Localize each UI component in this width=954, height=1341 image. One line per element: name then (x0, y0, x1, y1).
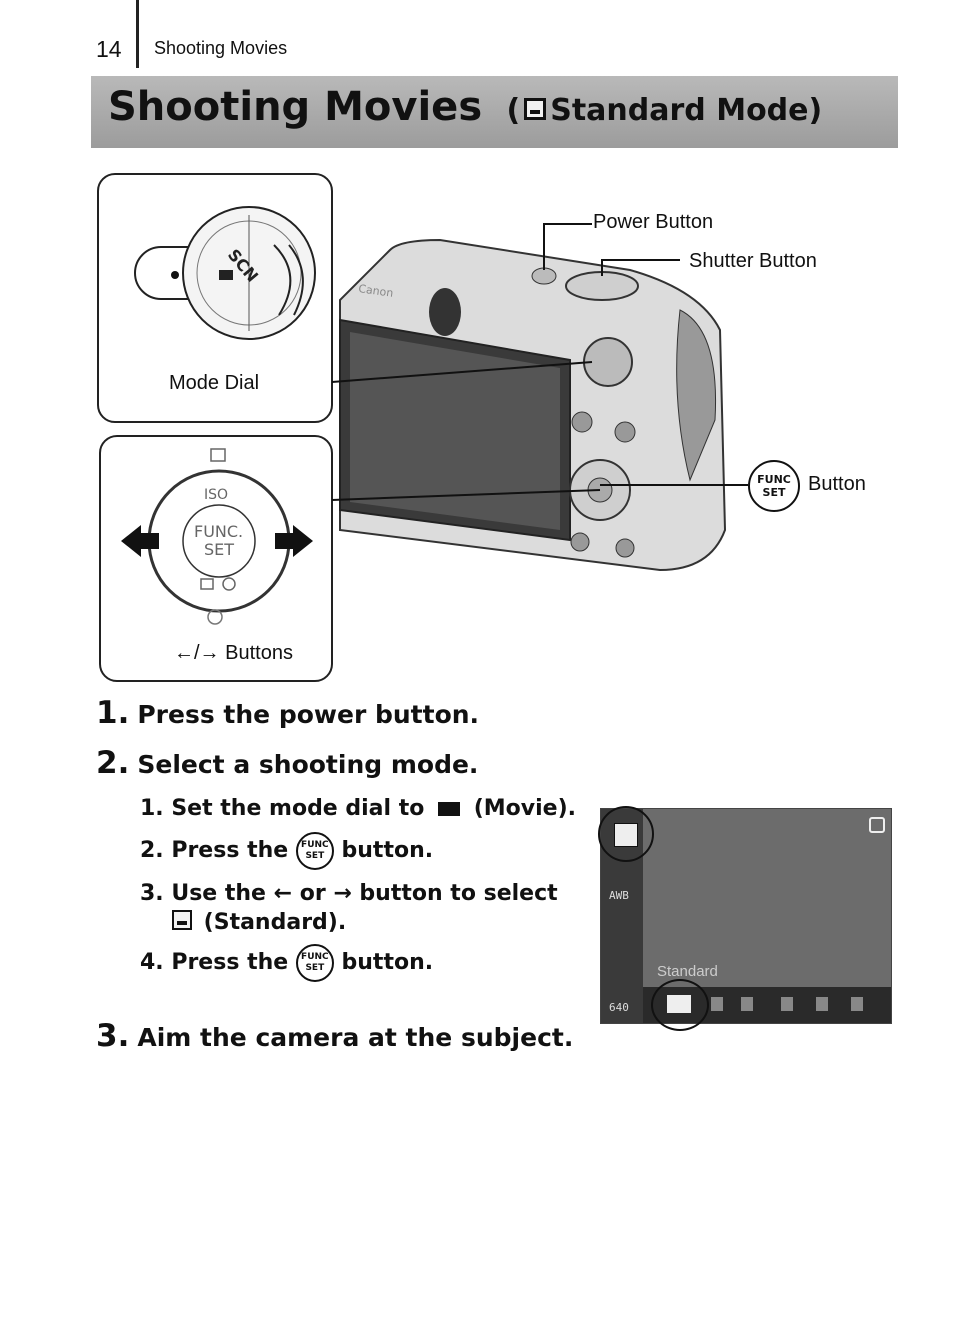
lcd-option-icon (781, 997, 793, 1011)
lcd-standard-option-icon (667, 995, 691, 1013)
title-main: Shooting Movies (108, 84, 483, 130)
movie-mode-icon (438, 802, 461, 816)
lcd-mode-highlight (598, 806, 654, 862)
standard-mode-icon (172, 910, 192, 930)
substep-2-prefix: 2. Press the (140, 838, 289, 863)
mode-dial-callout: SCN Mode Dial (97, 173, 333, 423)
mode-dial-illustration: SCN (134, 206, 316, 340)
lcd-awb: AWB (609, 889, 629, 902)
step-2-text: Select a shooting mode. (137, 750, 479, 779)
step-1-text: Press the power button. (137, 700, 480, 729)
arrow-buttons-text: Buttons (225, 642, 293, 664)
substep-1-suffix: (Movie). (473, 796, 576, 821)
lcd-menu-label: Standard (657, 963, 718, 980)
power-button-label: Power Button (593, 211, 714, 233)
title-mode-wrap: ( Standard Mode) (496, 93, 823, 128)
standard-mode-icon (524, 97, 547, 120)
mode-dial-label: Mode Dial (169, 372, 260, 394)
running-title: Shooting Movies (154, 38, 288, 58)
section-title: Shooting Movies ( Standard Mode) (108, 84, 822, 130)
substep-2-suffix: button. (341, 838, 434, 863)
buttons-callout: ISO FUNC. SET ←/→ Buttons (99, 435, 333, 682)
step-1: 1.Press the power button. (96, 695, 479, 731)
substep-3-suffix: (Standard). (203, 910, 347, 935)
control-dial-illustration: ISO FUNC. SET (121, 448, 313, 625)
step-2-number: 2. (96, 745, 130, 781)
func-set-button-label: Button (808, 473, 866, 495)
substep-4-prefix: 4. Press the (140, 950, 289, 975)
dial-set-text: SET (204, 540, 234, 559)
page-number: 14 (96, 36, 122, 62)
arrow-buttons-label: ←/→ Buttons (174, 642, 293, 665)
substep-1-prefix: 1. Set the mode dial to (140, 796, 425, 821)
title-mode: Standard Mode) (550, 93, 823, 128)
lcd-option-icon (851, 997, 863, 1011)
lcd-battery-icon (869, 817, 885, 833)
step-2: 2.Select a shooting mode. (96, 745, 478, 781)
lcd-option-highlight (651, 979, 709, 1031)
step-3-number: 3. (96, 1018, 130, 1054)
step-3-text: Aim the camera at the subject. (137, 1023, 574, 1052)
substep-4-suffix: button. (341, 950, 434, 975)
step-3: 3.Aim the camera at the subject. (96, 1018, 573, 1054)
substep-3-line-2: (Standard). (168, 910, 346, 935)
lcd-movie-icon (614, 823, 638, 847)
lcd-option-icon (816, 997, 828, 1011)
lcd-screen: AWB 640 Standard (598, 806, 892, 1031)
dial-func-text: FUNC. (194, 522, 243, 541)
lcd-option-icon (711, 997, 723, 1011)
substep-1: 1. Set the mode dial to (Movie). (140, 796, 576, 821)
camera-illustration: Canon (331, 223, 748, 572)
step-1-number: 1. (96, 695, 130, 731)
substep-3-line-1: 3. Use the ← or → button to select (140, 881, 558, 906)
left-right-arrows-icon: ←/→ (174, 642, 220, 664)
title-band (91, 76, 898, 148)
dial-iso-text: ISO (204, 487, 228, 503)
lcd-option-icon (741, 997, 753, 1011)
brand-label: Canon (358, 282, 395, 300)
title-open-paren: ( (506, 93, 521, 128)
shutter-button-label: Shutter Button (689, 250, 817, 272)
header-rule (136, 0, 139, 68)
lcd-size: 640 (609, 1001, 629, 1014)
